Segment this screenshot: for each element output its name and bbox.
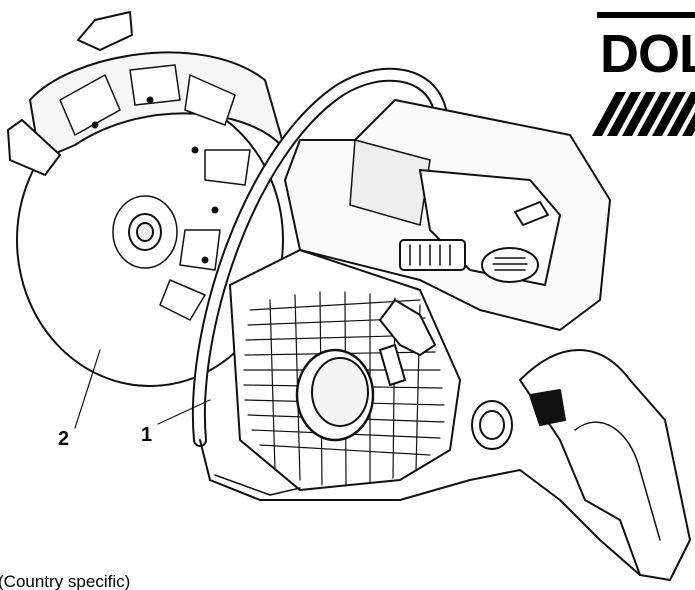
brand-rule — [597, 12, 695, 18]
rear-handle — [519, 349, 691, 581]
callout-1-leader — [157, 399, 211, 425]
base-frame — [199, 439, 641, 576]
brand-logo: DOL — [600, 24, 695, 84]
fuel-cap — [471, 400, 513, 450]
callout-2-leader — [74, 349, 101, 429]
front-handle — [192, 67, 477, 447]
brand-hatch-stripes — [592, 92, 695, 136]
callout-label-1: 1 — [141, 424, 153, 446]
engine-housing — [284, 99, 611, 331]
callout-label-2: 2 — [58, 428, 70, 450]
throttle-lever — [379, 299, 436, 386]
figure-caption: (Country specific) — [0, 572, 131, 590]
starter-assembly — [229, 249, 461, 491]
